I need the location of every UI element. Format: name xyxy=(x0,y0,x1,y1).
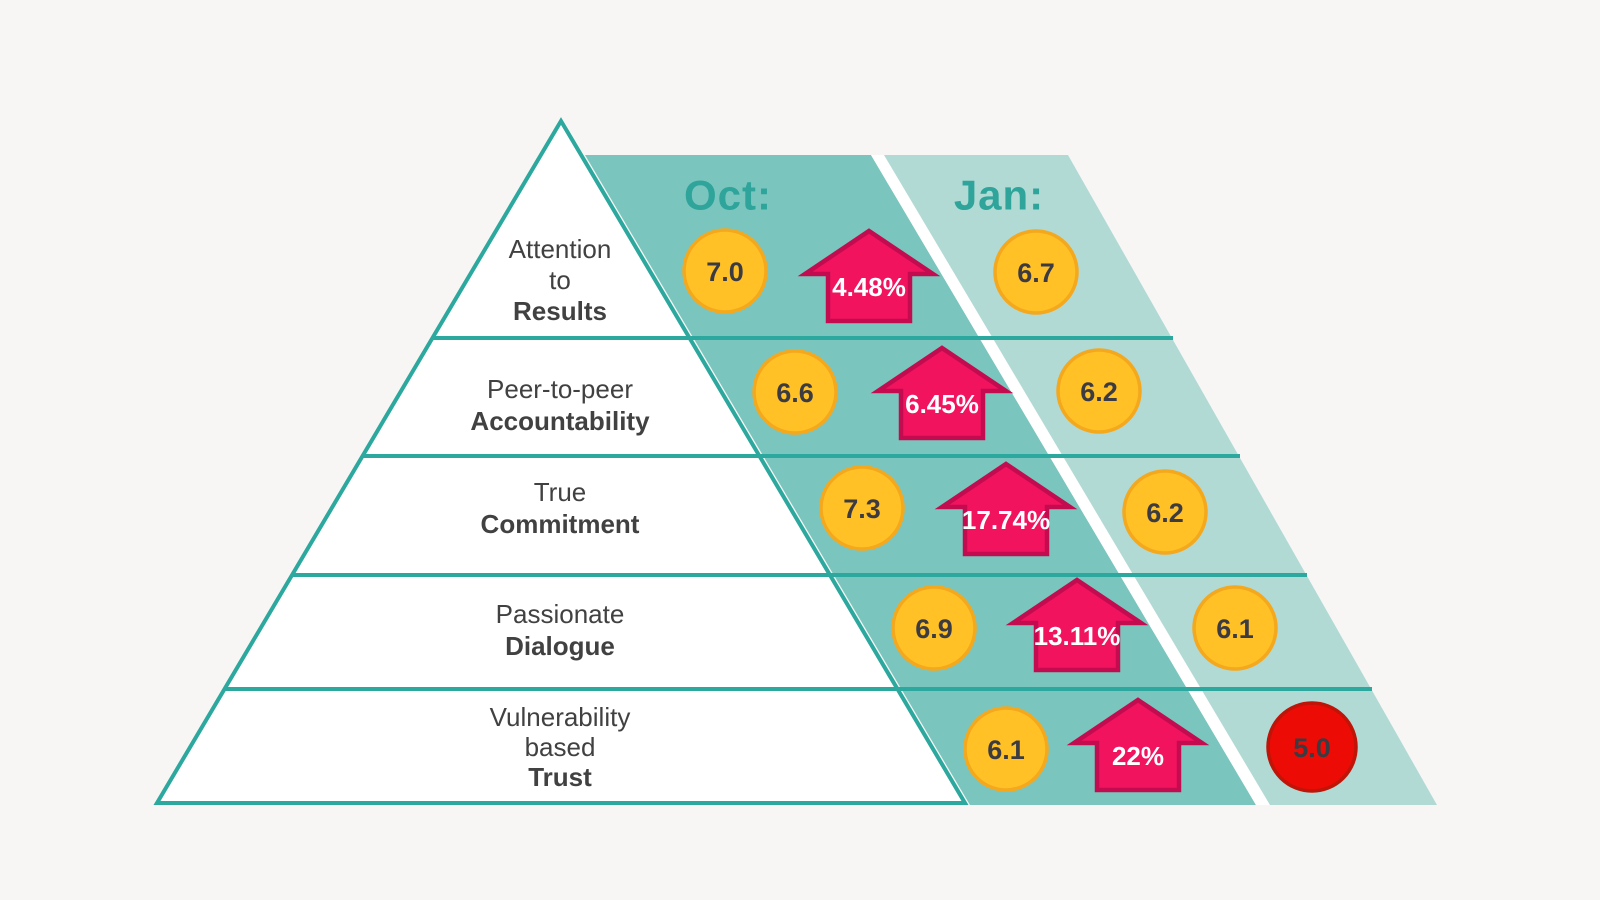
row-label: Vulnerability based Trust xyxy=(490,702,631,792)
row-label-line: Results xyxy=(513,296,607,326)
value-circle xyxy=(891,585,977,671)
row-attention-to-results: Attention to Results 7.0 4.48% 6.7 xyxy=(509,228,1079,326)
change-arrow: 13.11% xyxy=(1013,580,1141,670)
value-circle xyxy=(993,229,1079,315)
value-circle-alert xyxy=(1266,701,1358,793)
value-circle xyxy=(963,706,1049,792)
change-value: 17.74% xyxy=(962,505,1050,535)
jan-value: 6.2 xyxy=(1080,377,1118,407)
oct-value-circle: 6.9 xyxy=(891,585,977,671)
value-circle xyxy=(752,349,838,435)
value-circle xyxy=(1056,348,1142,434)
row-label-line: Attention xyxy=(509,234,612,264)
column-separator xyxy=(871,155,1270,805)
row-label-line: Accountability xyxy=(470,406,650,436)
oct-value: 6.6 xyxy=(776,378,814,408)
change-arrow: 17.74% xyxy=(942,464,1070,554)
jan-value-circle: 6.1 xyxy=(1192,585,1278,671)
row-label-line: Dialogue xyxy=(505,631,615,661)
jan-value-circle: 5.0 xyxy=(1266,701,1358,793)
row-passionate-dialogue: Passionate Dialogue 6.9 13.11% 6.1 xyxy=(496,580,1278,671)
row-label-line: to xyxy=(549,265,571,295)
change-arrow: 4.48% xyxy=(805,231,933,321)
jan-value-circle: 6.2 xyxy=(1056,348,1142,434)
value-circle xyxy=(682,228,768,314)
oct-value-circle: 6.6 xyxy=(752,349,838,435)
jan-column-header: Jan: xyxy=(954,172,1044,219)
change-value: 13.11% xyxy=(1034,621,1121,651)
oct-value: 6.9 xyxy=(915,614,953,644)
oct-value-circle: 7.0 xyxy=(682,228,768,314)
row-label-line: based xyxy=(525,732,596,762)
value-circle xyxy=(1192,585,1278,671)
value-circle xyxy=(819,465,905,551)
jan-value-circle: 6.7 xyxy=(993,229,1079,315)
row-label-line: Passionate xyxy=(496,599,625,629)
row-label-line: Trust xyxy=(528,762,592,792)
change-value: 6.45% xyxy=(905,389,979,419)
change-arrow: 6.45% xyxy=(878,348,1006,438)
pyramid-triangle xyxy=(153,117,969,805)
jan-value-circle: 6.2 xyxy=(1122,469,1208,555)
row-label: Passionate Dialogue xyxy=(496,599,625,661)
oct-value: 7.3 xyxy=(843,494,881,524)
row-label-line: Commitment xyxy=(481,509,640,539)
oct-value: 7.0 xyxy=(706,257,744,287)
row-label-line: Peer-to-peer xyxy=(487,374,633,404)
change-value: 22% xyxy=(1112,741,1164,771)
row-true-commitment: True Commitment 7.3 17.74% 6.2 xyxy=(481,464,1208,555)
oct-value-circle: 7.3 xyxy=(819,465,905,551)
row-vulnerability-based-trust: Vulnerability based Trust 6.1 22% 5.0 xyxy=(490,700,1358,793)
change-arrow: 22% xyxy=(1074,700,1202,790)
change-value: 4.48% xyxy=(832,272,906,302)
jan-value: 6.1 xyxy=(1216,614,1254,644)
oct-value: 6.1 xyxy=(987,735,1025,765)
row-label-line: True xyxy=(534,477,587,507)
oct-value-circle: 6.1 xyxy=(963,706,1049,792)
row-label-line: Vulnerability xyxy=(490,702,631,732)
jan-value: 5.0 xyxy=(1293,733,1331,763)
row-label: Attention to Results xyxy=(509,234,612,326)
row-peer-to-peer-accountability: Peer-to-peer Accountability 6.6 6.45% 6.… xyxy=(470,348,1142,438)
jan-value: 6.7 xyxy=(1017,258,1055,288)
oct-column-header: Oct: xyxy=(684,172,772,219)
row-label: True Commitment xyxy=(481,477,640,539)
jan-value: 6.2 xyxy=(1146,498,1184,528)
value-circle xyxy=(1122,469,1208,555)
row-label: Peer-to-peer Accountability xyxy=(470,374,650,436)
